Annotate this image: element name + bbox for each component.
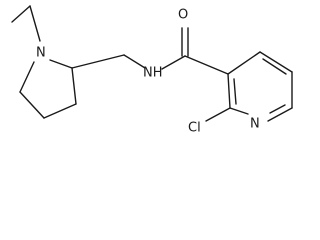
- bond-ring-c3-c2: [71, 67, 77, 105]
- bond-py-c2-c3-inner: [233, 78, 237, 105]
- bond-ring-c5-c4: [19, 91, 45, 119]
- amide-group: [161, 27, 229, 75]
- bond-ring-c2-n: [49, 59, 73, 69]
- methylene-linker: [71, 54, 146, 69]
- bond-ch2-nh: [123, 54, 146, 69]
- pyrrolidine-ring: [19, 59, 77, 119]
- atom-label-chlorine: Cl: [188, 121, 201, 136]
- atom-label-pyridine-n: N: [250, 117, 260, 132]
- atom-label-amide-nh: NH: [143, 66, 163, 81]
- bond-py-c3-c4: [227, 51, 261, 75]
- bond-ring-n-c5: [19, 61, 35, 93]
- bond-py-c2-c3: [227, 73, 231, 109]
- bond-py-n-c2: [229, 107, 249, 115]
- bond-nh-carbonyl: [161, 55, 186, 70]
- bond-py-c6-n: [267, 107, 293, 122]
- bond-carbonyl-ring: [184, 55, 229, 75]
- bond-ethyl-ch2-n: [29, 5, 41, 42]
- chemical-structure: N NH O N Cl: [11, 5, 293, 136]
- pyridine-ring: [227, 51, 293, 122]
- bond-py-n-c6-inner: [269, 104, 286, 114]
- atom-label-carbonyl-o: O: [178, 8, 188, 23]
- bond-ethyl-ch3-ch2: [11, 5, 31, 23]
- bond-py-c4-c5: [259, 51, 293, 73]
- ethyl-group: [11, 5, 41, 42]
- bond-py-c4-c5-inner: [262, 58, 287, 75]
- bond-c2-ch2: [71, 54, 125, 69]
- atom-label-pyrrolidine-n: N: [36, 46, 46, 61]
- bond-c2-cl: [205, 107, 231, 122]
- bond-ring-c4-c3: [43, 103, 77, 119]
